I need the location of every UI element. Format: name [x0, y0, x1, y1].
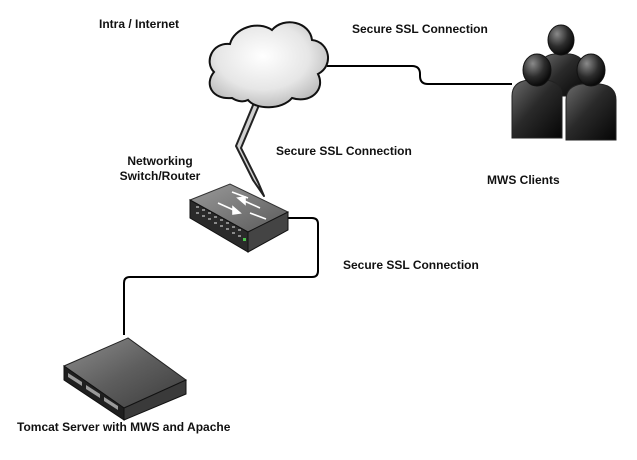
- users-icon: [511, 24, 617, 141]
- ssl-connection-middle-label: Secure SSL Connection: [276, 144, 412, 158]
- switch-label-line1: Networking: [127, 154, 193, 168]
- lightning-link-icon: [235, 97, 265, 197]
- switch-to-server-link: [123, 217, 319, 335]
- cloud-to-clients-link: [327, 65, 512, 85]
- ssl-connection-top-label: Secure SSL Connection: [352, 22, 488, 36]
- switch-label: Networking Switch/Router: [118, 154, 202, 184]
- internet-label: Intra / Internet: [99, 17, 180, 31]
- switch-label-line2: Switch/Router: [119, 169, 201, 183]
- cloud-icon: [208, 21, 329, 109]
- rack-server-icon: [62, 337, 187, 421]
- server-label: Tomcat Server with MWS and Apache: [17, 420, 231, 434]
- ssl-connection-lower-label: Secure SSL Connection: [343, 258, 479, 272]
- clients-label: MWS Clients: [487, 173, 560, 187]
- network-switch-icon: [188, 183, 290, 253]
